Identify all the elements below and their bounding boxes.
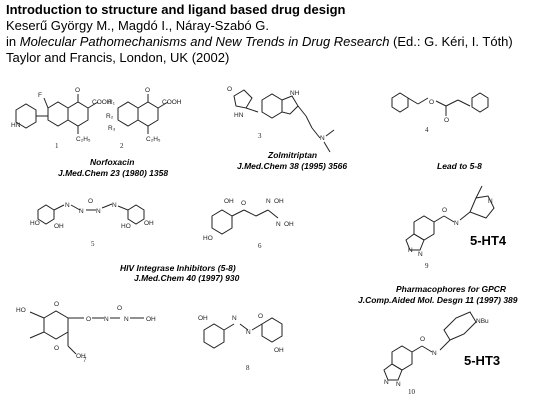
svg-text:C₂H₅: C₂H₅	[146, 136, 161, 143]
svg-text:O: O	[117, 305, 122, 312]
editors: (Ed.: G. Kéri, I. Tóth)	[389, 34, 513, 49]
svg-text:O: O	[429, 99, 434, 106]
svg-text:O: O	[145, 87, 150, 94]
svg-text:N: N	[384, 379, 389, 386]
svg-text:N: N	[276, 221, 281, 228]
svg-text:NBu: NBu	[476, 318, 489, 325]
svg-text:O: O	[88, 198, 93, 205]
compound-number-9: 9	[425, 262, 429, 270]
svg-text:O: O	[420, 336, 425, 343]
svg-text:OH: OH	[198, 315, 208, 322]
svg-text:R₃: R₃	[108, 125, 116, 132]
svg-text:O: O	[258, 313, 263, 320]
compound-number-7: 7	[83, 356, 87, 364]
publisher: Taylor and Francis, London, UK (2002)	[6, 50, 230, 65]
svg-text:HN: HN	[11, 122, 21, 129]
svg-text:N: N	[96, 208, 101, 215]
svg-text:O: O	[241, 200, 246, 207]
svg-text:OH: OH	[146, 316, 156, 323]
compound-number-8: 8	[246, 364, 250, 372]
in-prefix: in	[6, 34, 20, 49]
svg-text:N: N	[79, 208, 84, 215]
compound-number-10: 10	[408, 388, 415, 396]
svg-text:N: N	[112, 202, 117, 209]
svg-text:NH: NH	[290, 90, 300, 97]
svg-text:N: N	[232, 315, 237, 322]
svg-text:N: N	[320, 135, 325, 142]
svg-text:N: N	[432, 350, 437, 357]
label-5ht3: 5-HT3	[464, 353, 501, 368]
svg-text:HO: HO	[203, 235, 213, 242]
compound-number-1: 1	[55, 142, 59, 150]
svg-text:O: O	[444, 117, 449, 124]
svg-text:O: O	[75, 87, 80, 94]
svg-text:N: N	[124, 316, 129, 323]
svg-text:N: N	[266, 198, 271, 205]
svg-text:HN: HN	[234, 112, 244, 119]
svg-text:N: N	[396, 381, 401, 388]
svg-text:N: N	[408, 247, 413, 254]
svg-text:COOH: COOH	[92, 99, 112, 106]
source-line: in Molecular Pathomechanisms and New Tre…	[6, 34, 513, 49]
svg-text:OH: OH	[76, 353, 86, 360]
compound-number-4: 4	[425, 126, 429, 134]
compound-number-2: 2	[120, 142, 124, 150]
svg-text:OH: OH	[54, 223, 64, 230]
compound-number-3: 3	[258, 132, 262, 140]
caption-pharmacophores-name: Pharmacophores for GPCR	[396, 284, 507, 294]
svg-text:O: O	[54, 345, 59, 352]
svg-text:HO: HO	[30, 220, 40, 227]
svg-text:HO: HO	[121, 223, 131, 230]
svg-text:O: O	[54, 301, 59, 308]
book-title: Molecular Pathomechanisms and New Trends…	[19, 34, 390, 49]
caption-hiv-ref: J.Med.Chem 40 (1997) 930	[134, 273, 240, 283]
label-5ht4: 5-HT4	[470, 233, 507, 248]
svg-text:COOH: COOH	[162, 99, 182, 106]
svg-text:OH: OH	[274, 198, 284, 205]
caption-norfoxacin-ref: J.Med.Chem 23 (1980) 1358	[58, 168, 169, 178]
svg-text:N: N	[246, 329, 251, 336]
svg-text:OH: OH	[144, 220, 154, 227]
svg-text:O: O	[442, 207, 447, 214]
authors: Keserű György M., Magdó I., Náray-Szabó …	[6, 18, 269, 33]
svg-text:R₂: R₂	[106, 113, 114, 120]
svg-text:HO: HO	[16, 307, 26, 314]
svg-text:O: O	[86, 316, 91, 323]
caption-norfoxacin-name: Norfoxacin	[90, 157, 135, 167]
svg-text:F: F	[38, 92, 42, 99]
svg-text:OH: OH	[284, 221, 294, 228]
compound-number-6: 6	[258, 242, 262, 250]
svg-text:OH: OH	[224, 198, 234, 205]
svg-text:R₁: R₁	[108, 99, 116, 106]
svg-text:N: N	[454, 220, 459, 227]
compound-number-5: 5	[91, 240, 95, 248]
svg-text:O: O	[227, 86, 232, 93]
svg-text:N: N	[488, 198, 493, 205]
caption-zolmitriptan-ref: J.Med.Chem 38 (1995) 3566	[237, 161, 348, 171]
svg-text:C₂H₅: C₂H₅	[76, 136, 91, 143]
caption-hiv-name: HIV Integrase Inhibitors (5-8)	[120, 263, 236, 273]
page-title: Introduction to structure and ligand bas…	[6, 2, 346, 17]
svg-text:OH: OH	[274, 347, 284, 354]
svg-text:N: N	[418, 251, 423, 258]
svg-text:N: N	[65, 202, 70, 209]
caption-pharmacophores-ref: J.Comp.Aided Mol. Desgn 11 (1997) 389	[358, 295, 518, 305]
caption-lead: Lead to 5-8	[437, 161, 482, 171]
svg-text:N: N	[104, 316, 109, 323]
caption-zolmitriptan-name: Zolmitriptan	[268, 150, 318, 160]
